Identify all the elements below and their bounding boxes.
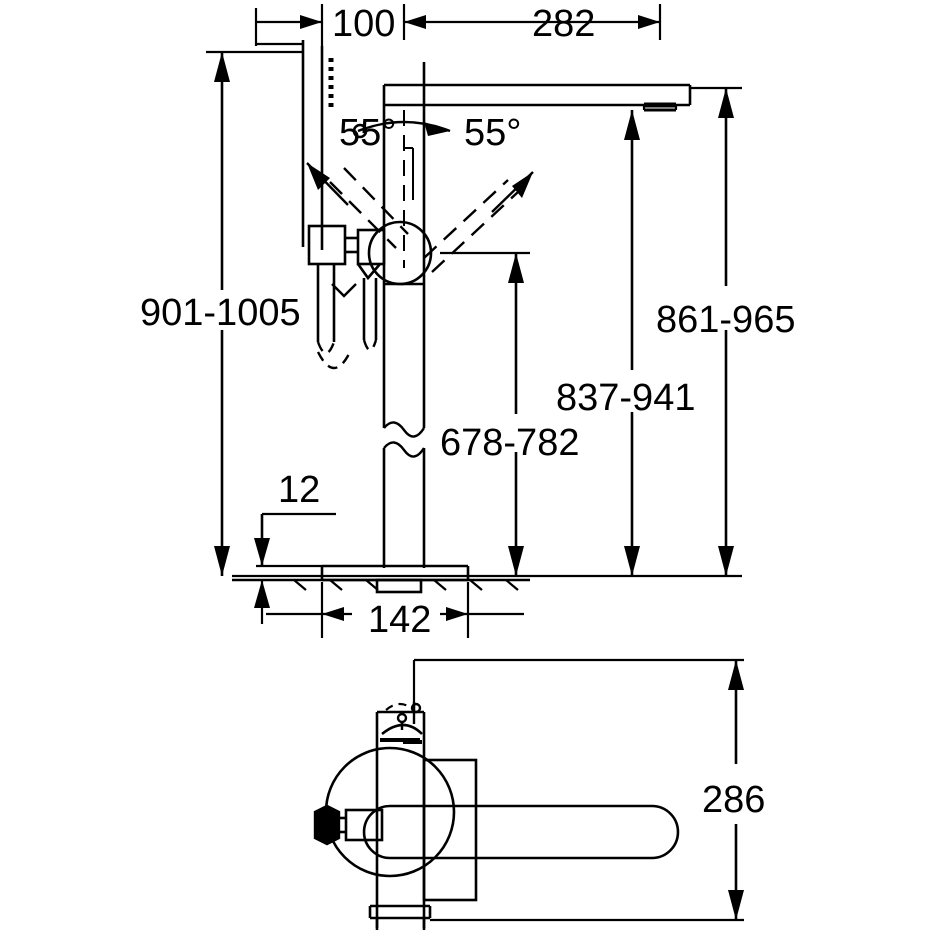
valve-body (307, 224, 386, 266)
dim-label-282: 282 (532, 3, 595, 45)
dim-label-12: 12 (278, 469, 320, 511)
dim-label-angle-right: 55° (464, 112, 521, 154)
dim-label-901-1005: 901-1005 (140, 292, 301, 334)
hose-connector (313, 804, 384, 846)
dim-12-group (254, 512, 336, 624)
dim-label-861-965: 861-965 (656, 299, 795, 341)
dim-142-group (266, 582, 524, 638)
dim-label-837-941: 837-941 (556, 377, 695, 419)
dim-901-1005-group (206, 50, 303, 576)
dim-286-group (412, 658, 744, 922)
dim-label-142: 142 (368, 599, 431, 641)
dim-label-678-782: 678-782 (440, 422, 579, 464)
dim-100-group (254, 4, 324, 46)
dim-861-965-group (690, 86, 742, 576)
diverter-outlet (356, 263, 381, 352)
spout-outlet (384, 83, 692, 112)
dim-678-782-group (440, 251, 530, 576)
plan-base-flange (368, 904, 432, 930)
dim-837-941-group (624, 110, 640, 576)
shower-hose (316, 264, 352, 370)
valve-cap-detail (380, 702, 423, 744)
dim-label-100: 100 (332, 3, 395, 45)
elevation-geometry (232, 40, 692, 594)
dim-label-286: 286 (702, 779, 765, 821)
plan-geometry (313, 702, 680, 930)
dim-label-angle-left: 55° (339, 112, 396, 154)
angle-indicators (306, 120, 534, 298)
handset-icon (320, 46, 334, 250)
spout-arm-plan (362, 804, 680, 860)
floor-line (232, 578, 530, 591)
dim-282-group (402, 4, 662, 40)
